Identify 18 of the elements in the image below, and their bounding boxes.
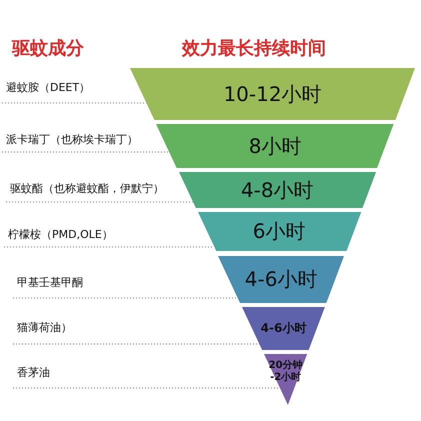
ingredient-label: 猫薄荷油）: [17, 320, 72, 335]
ingredient-label: 柠檬桉（PMD,OLE）: [8, 227, 113, 242]
column-heading: 效力最长持续时间: [182, 37, 326, 60]
ingredient-label: 甲基壬基甲酮: [17, 275, 83, 290]
ingredient-label: 香茅油: [17, 365, 50, 380]
leader-line: [4, 246, 214, 248]
duration-text: 6小时: [252, 220, 306, 243]
duration-text: 10-12小时: [223, 82, 322, 106]
ingredient-label: 驱蚊酯（也称避蚊酯，伊默宁）: [10, 181, 164, 196]
duration-text: 8小时: [248, 134, 302, 158]
duration-text: 4-8小时: [240, 178, 314, 202]
duration-text: 4-6小时: [244, 268, 318, 291]
leader-line: [2, 102, 147, 104]
duration-text: 20分钟: [268, 360, 303, 372]
ingredient-label: 派卡瑞丁（也称埃卡瑞丁）: [6, 132, 138, 147]
column-heading: 驱蚊成分: [12, 37, 84, 60]
duration-text: 4-6小时: [260, 322, 306, 336]
ingredient-label: 避蚊胺（DEET）: [6, 80, 90, 95]
